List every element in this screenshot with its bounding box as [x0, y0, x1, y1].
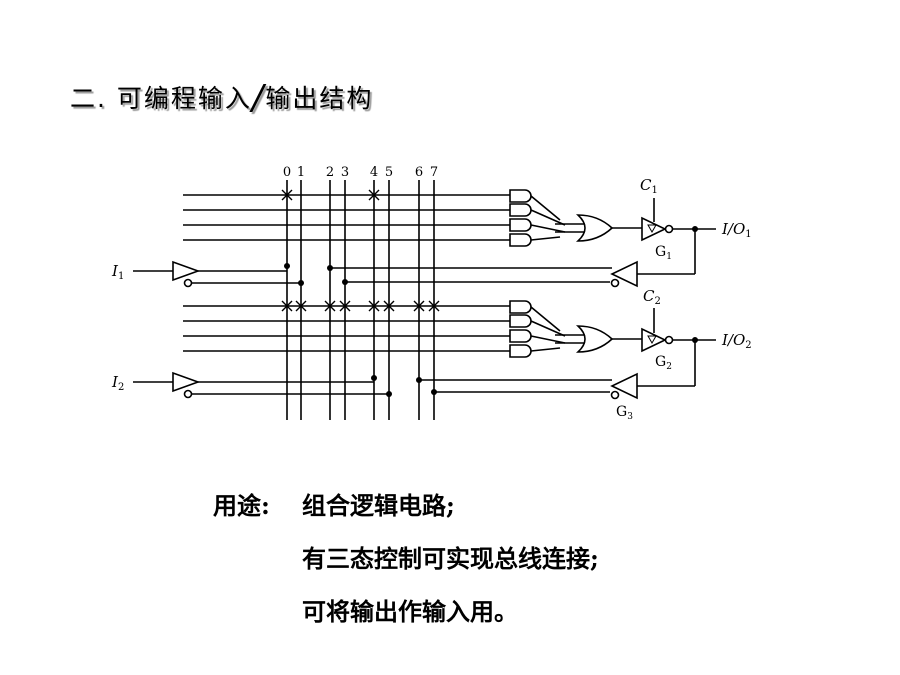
- column-label-1: 1: [297, 165, 305, 180]
- label-io2: I/O2: [721, 331, 752, 351]
- label-i2: I2: [111, 373, 124, 393]
- usage-item-1: 组合逻辑电路;: [302, 491, 455, 520]
- connection-dots: [284, 226, 698, 397]
- or-gate-block-2: [555, 325, 642, 353]
- column-label-5: 5: [385, 165, 393, 180]
- label-io1: I/O1: [721, 220, 752, 240]
- input-buffer-i2: [133, 371, 389, 399]
- usage-item-2: 有三态控制可实现总线连接;: [302, 544, 599, 573]
- input-buffer-i1: [133, 260, 301, 288]
- or-gate-block-1: [555, 214, 642, 242]
- usage-item-3: 可将输出作输入用。: [302, 597, 518, 626]
- label-c2: C2: [643, 287, 661, 307]
- crosspoint-marks: [281, 189, 440, 312]
- and-gates-block-1: [509, 189, 566, 247]
- column-label-2: 2: [326, 165, 334, 180]
- label-i1: I1: [111, 262, 124, 282]
- label-g3: G3: [616, 404, 633, 422]
- product-lines-block-1: [183, 194, 510, 241]
- output-buffer-g1: [641, 198, 716, 274]
- column-lines: [286, 180, 435, 420]
- slide-title: 二. 可编程输入/输出结构: [70, 78, 373, 118]
- label-g1: G1: [655, 244, 672, 262]
- title-slash: /: [251, 78, 266, 118]
- title-part1: 可编程输入: [116, 84, 252, 113]
- label-g2: G2: [655, 354, 672, 372]
- output-buffer-g2: [641, 308, 716, 386]
- column-label-6: 6: [415, 165, 423, 180]
- title-prefix: 二.: [70, 84, 107, 113]
- product-lines-block-2: [183, 305, 510, 352]
- column-label-0: 0: [283, 165, 291, 180]
- column-label-3: 3: [341, 165, 349, 180]
- feedback-buffer-1: [330, 260, 695, 288]
- usage-label: 用途:: [213, 491, 270, 520]
- feedback-buffer-g3: [419, 372, 695, 400]
- and-gates-block-2: [509, 300, 566, 358]
- column-label-4: 4: [370, 165, 378, 180]
- column-label-7: 7: [430, 165, 438, 180]
- label-c1: C1: [640, 176, 658, 196]
- title-part2: 输出结构: [265, 84, 374, 113]
